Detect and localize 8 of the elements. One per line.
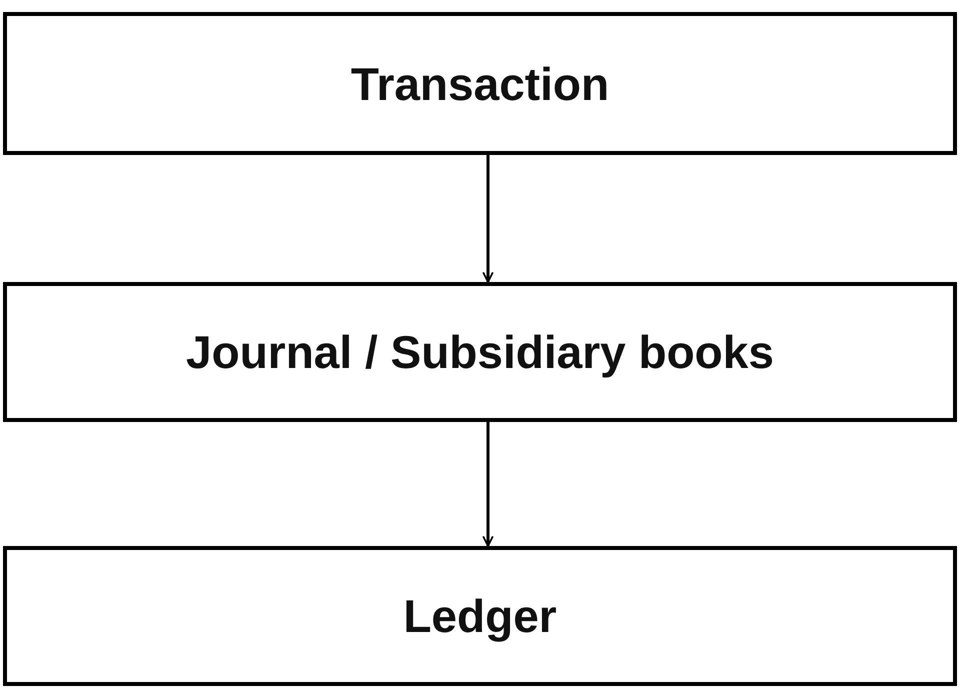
process-box	[3, 282, 957, 422]
arrow	[482, 422, 494, 547]
box-label: Ledger	[403, 589, 557, 643]
arrow	[482, 155, 494, 283]
process-box	[3, 12, 957, 155]
box-label: Journal / Subsidiary books	[186, 325, 774, 379]
process-box	[3, 546, 957, 686]
box-label: Transaction	[350, 56, 610, 110]
